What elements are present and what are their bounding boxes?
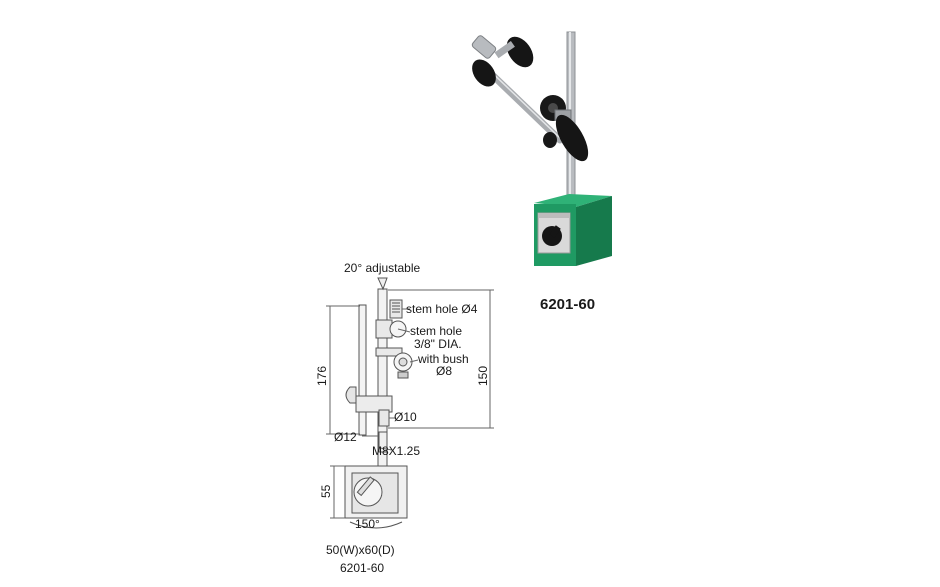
technical-drawing <box>326 277 494 529</box>
dimension-lines <box>326 289 494 519</box>
drawing-base-knob <box>353 477 383 507</box>
stem-hole-38-label-line2: 3/8" DIA. <box>414 337 462 351</box>
middle-clamp <box>540 95 589 162</box>
thread-label: M8X1.25 <box>372 444 420 458</box>
product-photo: 6201-60 <box>471 31 612 313</box>
angle-150-label: 150° <box>355 517 380 531</box>
bush-label-line1: with bush <box>417 352 469 366</box>
dia-10-label: Ø10 <box>394 410 417 424</box>
dim-176: 176 <box>315 366 329 386</box>
base-size-label: 50(W)x60(D) <box>326 543 395 557</box>
angle-note: 20° adjustable <box>344 261 421 275</box>
top-clamp <box>471 35 534 87</box>
drawing-labels: 20° adjustable 176 150 55 stem hole Ø4 s… <box>315 261 490 575</box>
bush-label-line2: Ø8 <box>436 364 452 378</box>
photo-model-label: 6201-60 <box>540 296 595 313</box>
dim-150: 150 <box>476 366 490 386</box>
dia-12-label: Ø12 <box>334 430 357 444</box>
magnetic-base <box>534 194 612 266</box>
stem-hole-38-label-line1: stem hole <box>410 324 462 338</box>
drawing-model-label: 6201-60 <box>340 561 384 575</box>
stem-hole-4-label: stem hole Ø4 <box>406 302 478 316</box>
drawing-arm-rod <box>358 304 367 436</box>
dim-55: 55 <box>319 484 333 498</box>
